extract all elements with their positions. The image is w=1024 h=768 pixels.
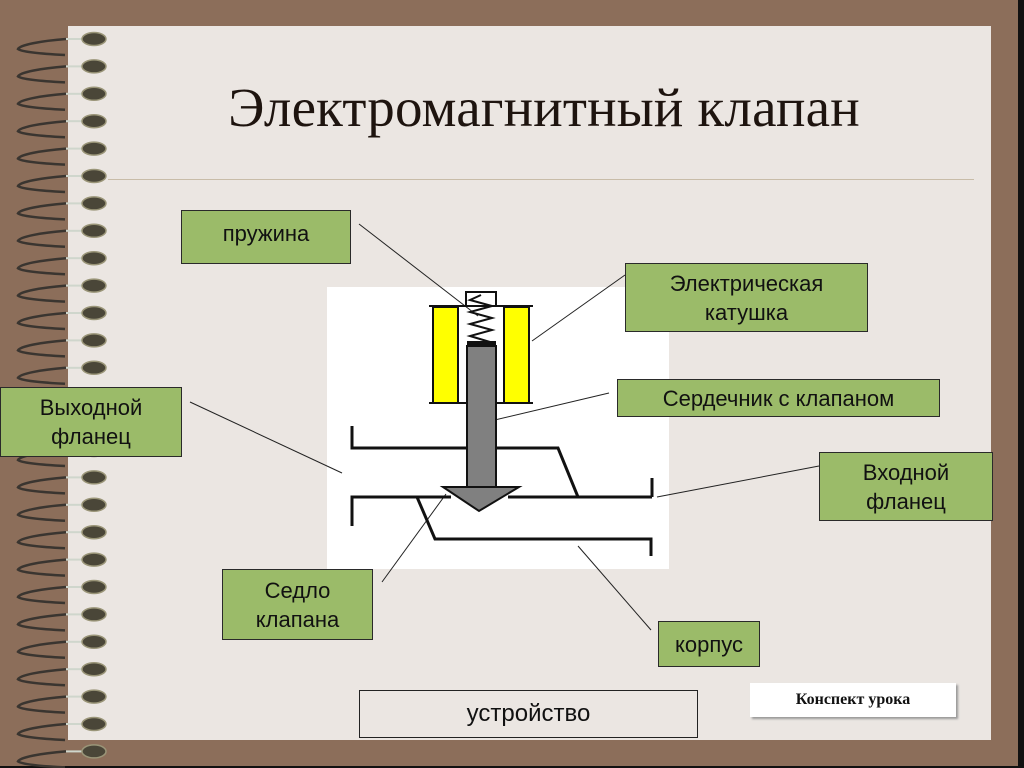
spiral-ring (16, 86, 107, 112)
spiral-ring (16, 552, 107, 577)
spiral-ring (16, 634, 107, 660)
caption-box: устройство (359, 690, 698, 738)
spiral-ring (16, 661, 107, 687)
body-lower (415, 496, 653, 556)
spiral-ring (16, 168, 107, 194)
spiral-ring (16, 579, 107, 605)
valve-disc (439, 486, 523, 513)
leader-inlet (656, 465, 820, 498)
frame-edge (1018, 0, 1024, 768)
coil-right (503, 306, 530, 404)
leader-spring (358, 223, 479, 317)
title-separator (108, 179, 974, 180)
spiral-ring (16, 141, 107, 166)
spiral-ring (16, 305, 107, 331)
spiral-ring (16, 497, 107, 523)
spiral-ring (16, 744, 107, 768)
spiral-ring (16, 716, 107, 742)
spiral-ring (16, 360, 107, 386)
spring (466, 294, 496, 343)
spiral-ring (16, 31, 107, 57)
spiral-ring (16, 524, 107, 550)
spiral-ring (16, 607, 107, 632)
spiral-ring (16, 333, 107, 358)
spring-housing (465, 291, 497, 306)
leader-body (577, 545, 652, 631)
spiral-ring (16, 196, 107, 221)
label-body: корпус (658, 621, 760, 667)
leader-seat (381, 493, 447, 583)
spiral-ring (16, 470, 107, 495)
core (466, 345, 497, 488)
leader-outlet (189, 401, 343, 474)
body-upper-left (350, 426, 466, 450)
coil (429, 305, 533, 404)
label-core: Сердечник с клапаном (617, 379, 940, 417)
diagram-area (327, 287, 669, 569)
spiral-ring (16, 223, 107, 249)
slide-title: Электромагнитный клапан (228, 77, 860, 138)
body-lower-left (350, 495, 451, 526)
spiral-ring (16, 278, 107, 303)
spiral-ring (16, 59, 107, 84)
coil-left (432, 306, 459, 404)
lesson-notes-button[interactable]: Конспект урока (750, 683, 956, 717)
spiral-ring (16, 689, 107, 714)
frame-edge-bottom (0, 766, 1024, 768)
leader-coil (531, 274, 626, 342)
label-spring: пружина (181, 210, 351, 264)
spiral-ring (16, 250, 107, 276)
body-upper-right (497, 446, 652, 499)
leader-core (481, 392, 610, 424)
spiral-ring (16, 113, 107, 139)
